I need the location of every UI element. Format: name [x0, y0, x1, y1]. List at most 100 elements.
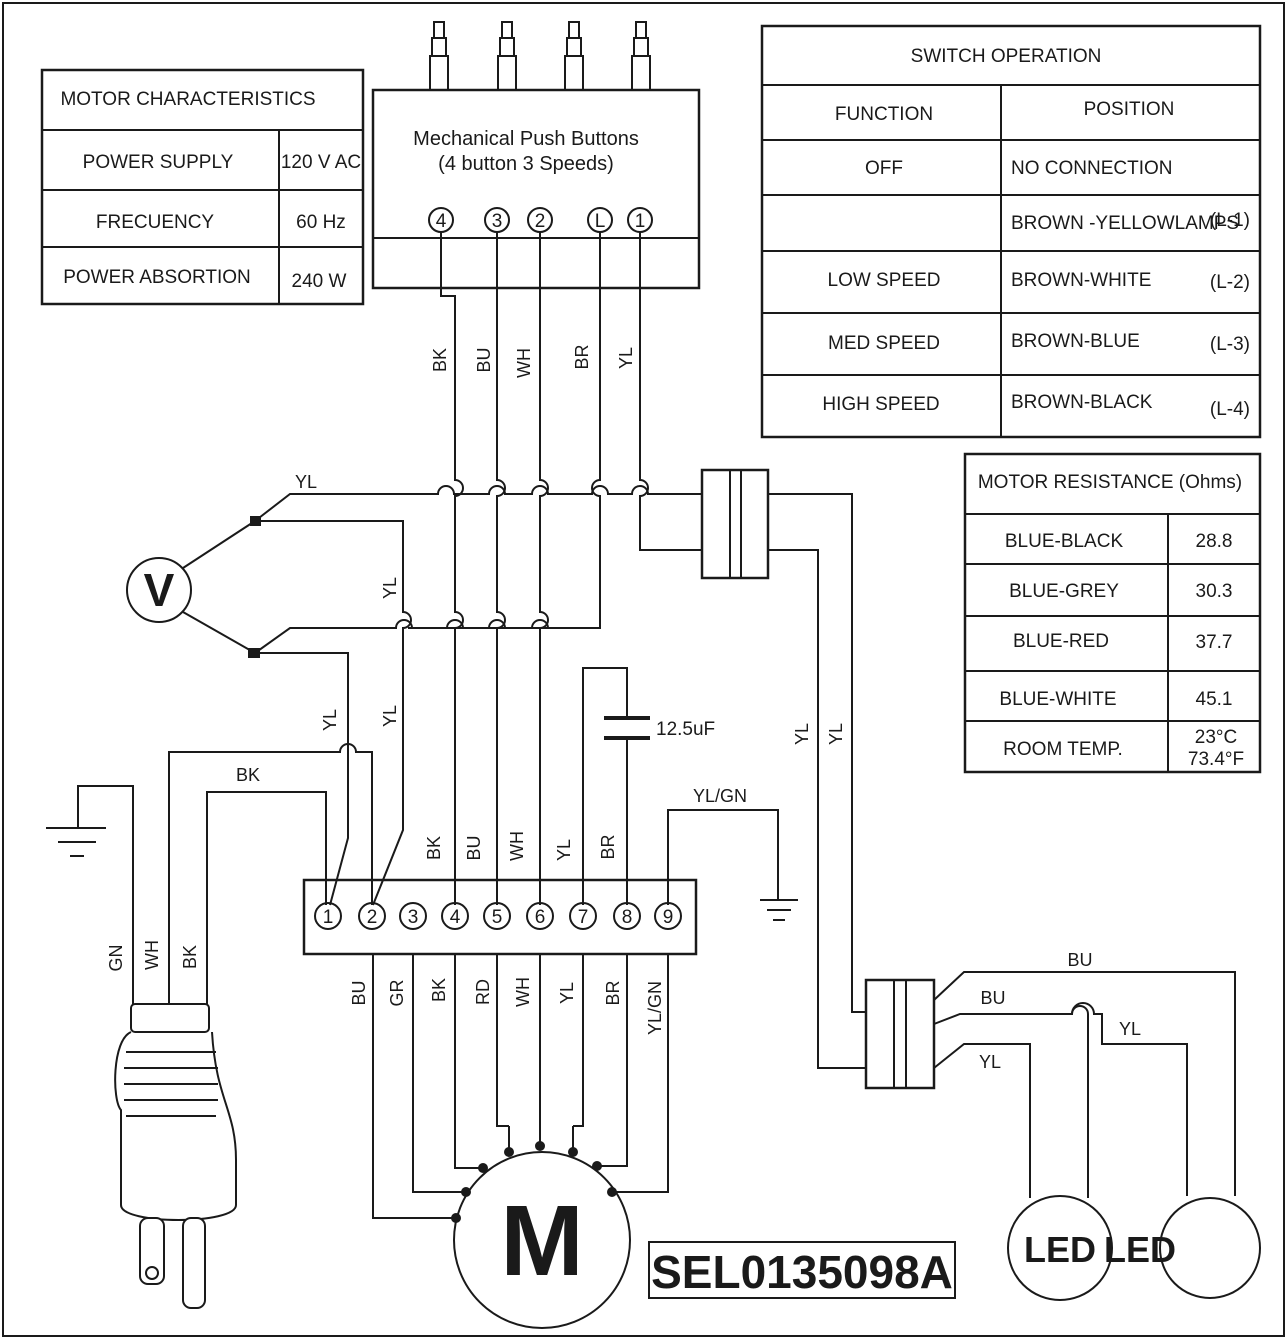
junction-dot — [248, 648, 260, 658]
terminal-number: 7 — [578, 907, 589, 928]
led-label: LED — [1104, 1229, 1176, 1270]
resistance-label: BLUE-RED — [1013, 631, 1109, 652]
wire-label: BU — [1067, 950, 1092, 970]
switch-operation-title: SWITCH OPERATION — [911, 46, 1102, 67]
button-terminal: L — [595, 211, 606, 232]
wire-label: YL — [616, 347, 636, 369]
motor-lead-dot — [451, 1213, 461, 1223]
terminal-4 — [441, 902, 469, 930]
terminal-number: 8 — [622, 907, 633, 928]
terminal-number: 4 — [450, 907, 461, 928]
switch-row-function: HIGH SPEED — [822, 394, 939, 415]
switch-row-function: LOW SPEED — [828, 270, 941, 291]
wire-label: YL/GN — [645, 981, 665, 1035]
wire-label: RD — [473, 979, 493, 1005]
switch-row-position: BROWN-BLUE — [1011, 331, 1140, 352]
switch-row-function: OFF — [865, 158, 903, 179]
terminal-1 — [314, 902, 342, 930]
power-absorption-label: POWER ABSORTION — [63, 267, 251, 288]
switch-row-code: (L-2) — [1210, 272, 1250, 293]
terminal-7 — [569, 902, 597, 930]
terminal-5 — [483, 902, 511, 930]
wire-label: BU — [474, 347, 494, 372]
wire-label: WH — [514, 348, 534, 378]
wire-label: YL — [557, 982, 577, 1004]
switch-row-code: (L-4) — [1210, 399, 1250, 420]
wire-label: GN — [106, 945, 126, 972]
push-button-plunger — [564, 21, 584, 91]
capacitor — [582, 667, 650, 905]
lamp-connector-top — [700, 468, 866, 1069]
resistance-value: 45.1 — [1196, 689, 1233, 710]
wire-label: BU — [980, 988, 1005, 1008]
switch-operation-table: SWITCH OPERATION FUNCTION POSITION OFF N… — [760, 24, 1262, 439]
resistance-value: 37.7 — [1196, 632, 1233, 653]
wire-label: YL — [826, 723, 846, 745]
wire-label: WH — [142, 940, 162, 970]
wire-label: BU — [349, 980, 369, 1005]
wire-label: BU — [464, 835, 484, 860]
resistance-label: BLUE-GREY — [1009, 581, 1119, 602]
motor-lead-dot — [478, 1163, 488, 1173]
power-plug — [46, 743, 373, 1309]
lamp-connector-bottom — [864, 971, 1236, 1198]
wire-label: BK — [180, 945, 200, 969]
switch-row-code: (L-1) — [1210, 210, 1250, 231]
switch-row-function: MED SPEED — [828, 333, 940, 354]
wire-label: YL — [979, 1052, 1001, 1072]
wire-label: YL — [295, 472, 317, 492]
terminal-6 — [526, 902, 554, 930]
room-temp-celsius: 23°C — [1195, 727, 1237, 748]
frequency-value: 60 Hz — [296, 212, 346, 233]
motor-resistance-table: MOTOR RESISTANCE (Ohms) BLUE-BLACK 28.8 … — [963, 452, 1262, 774]
button-terminal: 3 — [492, 211, 503, 232]
push-button-module: Mechanical Push Buttons (4 button 3 Spee… — [371, 21, 701, 290]
motor-lead-dot — [607, 1187, 617, 1197]
push-button-plunger — [497, 21, 517, 91]
push-buttons-subtitle: (4 button 3 Speeds) — [438, 153, 614, 175]
motor-lead-dot — [592, 1161, 602, 1171]
motor-lead-dot — [535, 1141, 545, 1151]
wire-label: YL — [792, 723, 812, 745]
wire-label: WH — [513, 977, 533, 1007]
ground-symbol — [667, 809, 798, 921]
button-terminal: 2 — [535, 211, 546, 232]
wire-label: BK — [424, 836, 444, 860]
terminal-8 — [613, 902, 641, 930]
voltage-sensor: V — [126, 485, 702, 906]
voltage-symbol: V — [144, 564, 175, 616]
switch-row-code: (L-3) — [1210, 334, 1250, 355]
motor-characteristics-title: MOTOR CHARACTERISTICS — [60, 89, 315, 110]
motor-wires — [372, 954, 669, 1219]
push-button-wires — [408, 232, 702, 905]
power-supply-label: POWER SUPPLY — [83, 152, 234, 173]
led-label: LED — [1024, 1229, 1096, 1270]
motor-lead-dot — [461, 1187, 471, 1197]
led-lamp-right: LED — [1104, 1197, 1261, 1299]
motor: M — [451, 1126, 631, 1329]
button-terminal: 4 — [436, 211, 447, 232]
wire-label: YL/GN — [693, 786, 747, 806]
room-temp-label: ROOM TEMP. — [1003, 739, 1123, 760]
push-button-plunger — [631, 21, 651, 91]
power-supply-value: 120 V AC — [281, 152, 361, 173]
resistance-value: 30.3 — [1196, 581, 1233, 602]
terminal-number: 3 — [408, 907, 419, 928]
wire-label: YL — [380, 705, 400, 727]
motor-symbol: M — [500, 1185, 583, 1297]
wire-label: YL — [380, 577, 400, 599]
capacitor-value: 12.5uF — [656, 719, 715, 740]
switch-row-position: BROWN-BLACK — [1011, 392, 1153, 413]
terminal-number: 6 — [535, 907, 546, 928]
led-lamp-left: LED — [1007, 1195, 1113, 1301]
model-code: SEL0135098A — [651, 1246, 953, 1298]
wire-label: BK — [430, 348, 450, 372]
frequency-label: FRECUENCY — [96, 212, 215, 233]
switch-row-position: BROWN -YELLOWLAMPS — [1011, 213, 1239, 234]
motor-resistance-title: MOTOR RESISTANCE (Ohms) — [978, 472, 1242, 493]
push-buttons-title: Mechanical Push Buttons — [413, 128, 639, 150]
power-absorption-value: 240 W — [292, 271, 347, 292]
wire-label: BR — [572, 344, 592, 369]
